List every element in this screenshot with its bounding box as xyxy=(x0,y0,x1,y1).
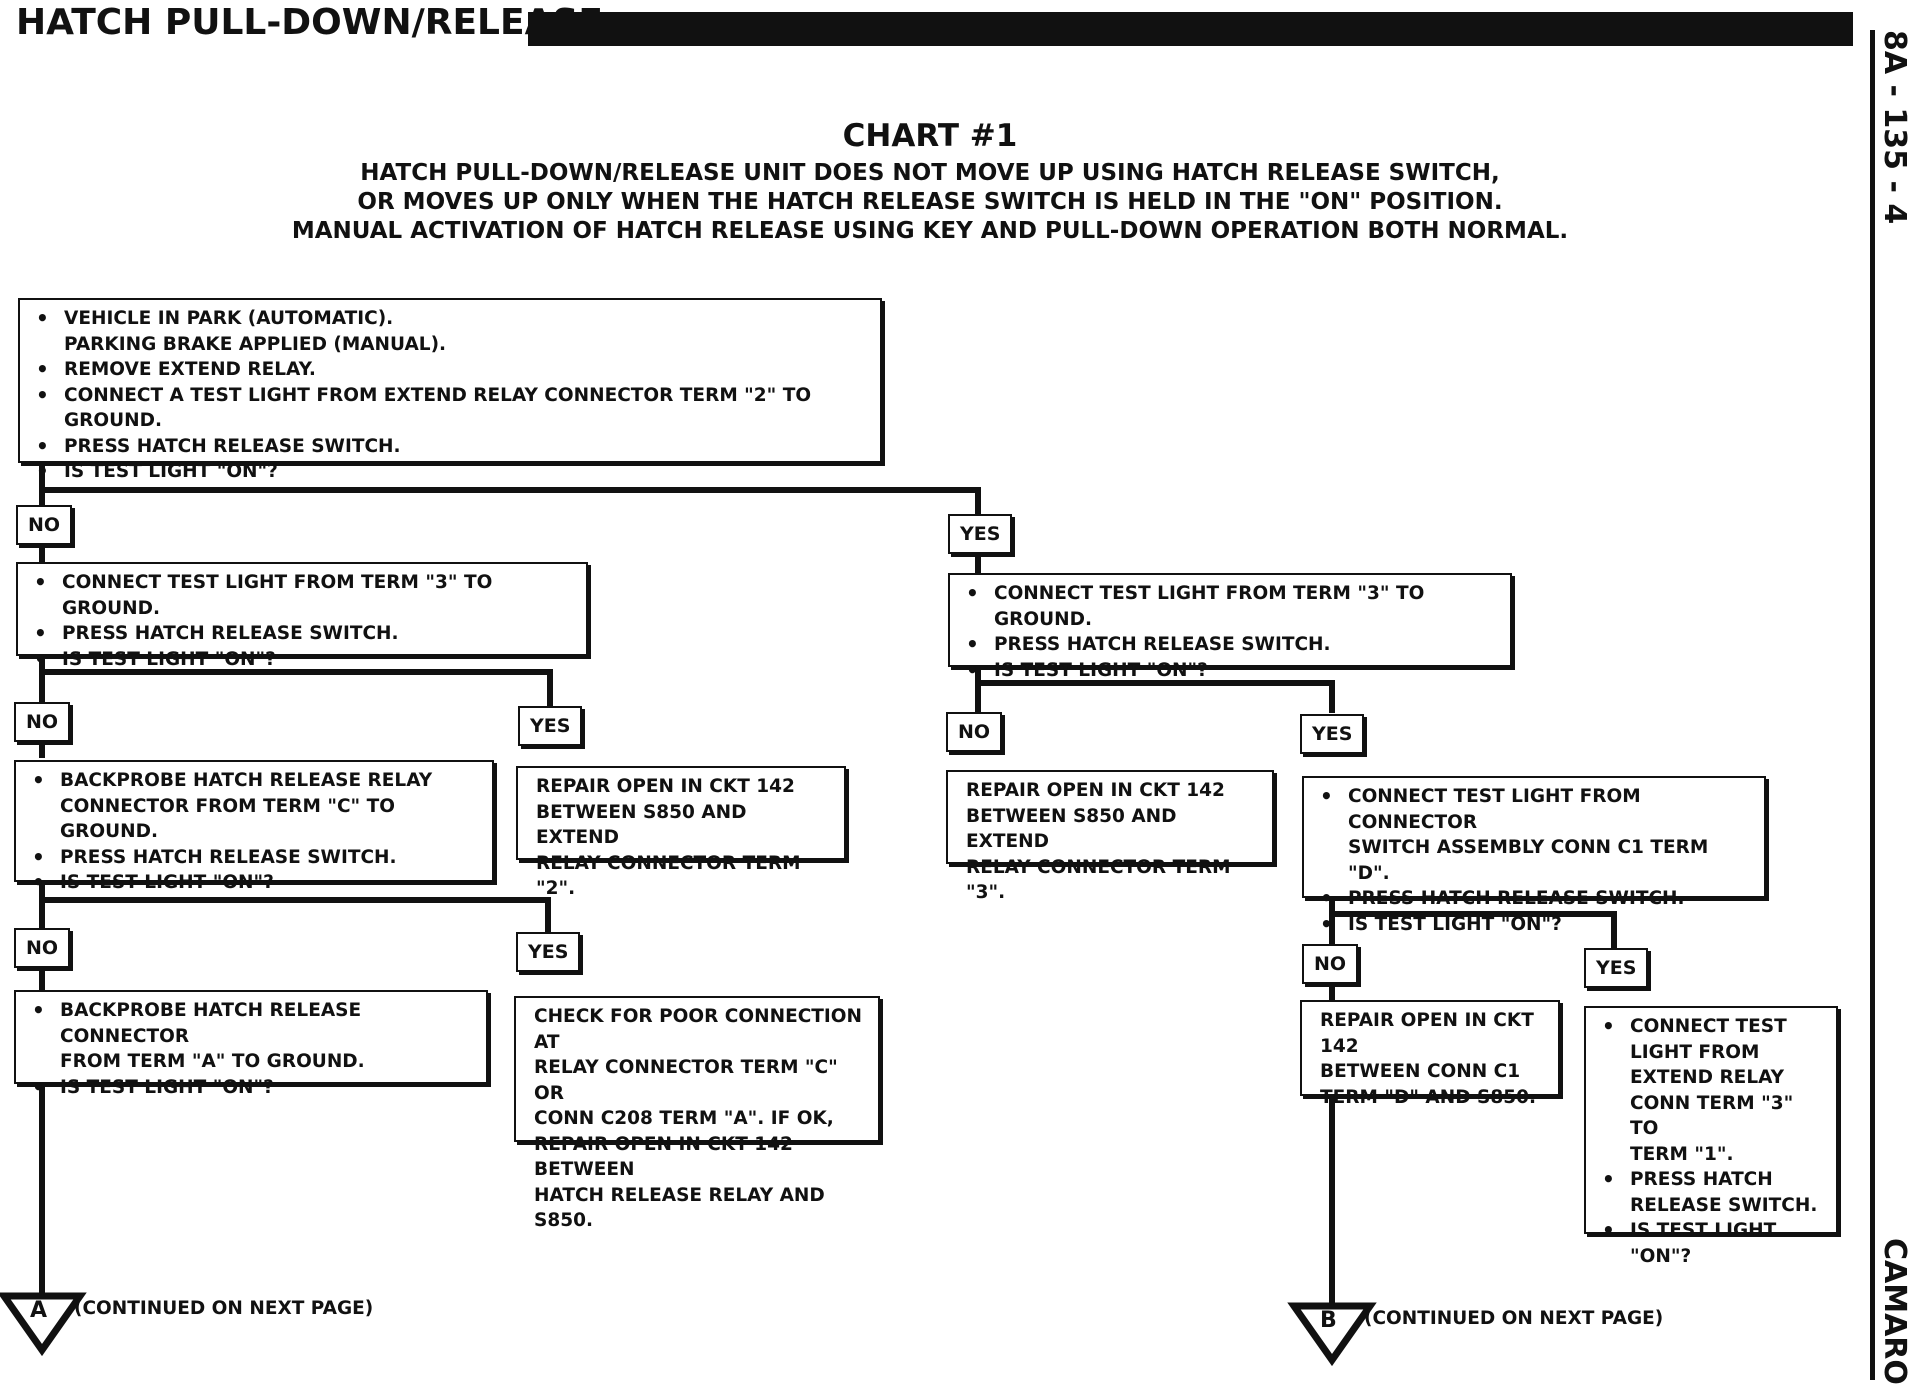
flow-step: PRESS HATCH xyxy=(1596,1167,1826,1193)
section-title: HATCH PULL-DOWN/RELEASE xyxy=(16,2,603,43)
flow-step: PRESS HATCH RELEASE SWITCH. xyxy=(1314,886,1754,912)
flow-step: IS TEST LIGHT "ON"? xyxy=(30,459,870,485)
flow-step: RELAY CONNECTOR TERM "C" OR xyxy=(534,1057,838,1104)
flow-step: CONNECT TEST LIGHT FROM TERM "3" TO GROU… xyxy=(960,581,1500,632)
flow-step: SWITCH ASSEMBLY CONN C1 TERM "D". xyxy=(1348,837,1709,884)
no-label: NO xyxy=(14,928,71,968)
side-rule xyxy=(1870,30,1875,1380)
flow-step: RELAY CONNECTOR TERM "3". xyxy=(966,856,1231,904)
flow-step: EXTEND RELAY xyxy=(1630,1067,1785,1088)
flow-step: IS TEST LIGHT "ON"? xyxy=(28,647,576,673)
flow-step: FROM TERM "A" TO GROUND. xyxy=(60,1051,365,1072)
flow-step: RELAY CONNECTOR TERM "2". xyxy=(536,852,801,900)
chart-title: CHART #1 xyxy=(842,118,1018,154)
flow-box-yes5: CONNECT TEST LIGHT FROM EXTEND RELAY CON… xyxy=(1584,1006,1838,1267)
branch-line xyxy=(42,669,553,706)
connector-triangle-a xyxy=(0,1292,87,1357)
continued-note-a: (CONTINUED ON NEXT PAGE) xyxy=(74,1298,374,1319)
flow-step: REPAIR OPEN IN CKT 142 xyxy=(1320,1010,1534,1057)
flow-box-no2: BACKPROBE HATCH RELEASE RELAY CONNECTOR … xyxy=(14,760,494,895)
flow-step: BETWEEN CONN C1 xyxy=(1320,1061,1521,1082)
flow-step: PRESS HATCH RELEASE SWITCH. xyxy=(960,632,1500,658)
flow-step: REPAIR OPEN IN CKT 142 xyxy=(966,780,1225,801)
flow-step: IS TEST LIGHT "ON"? xyxy=(26,870,482,896)
flow-step: PRESS HATCH RELEASE SWITCH. xyxy=(28,621,576,647)
flow-step: CONNECTOR FROM TERM "C" TO GROUND. xyxy=(60,795,395,843)
continued-note-b: (CONTINUED ON NEXT PAGE) xyxy=(1364,1308,1664,1329)
flow-box-start: VEHICLE IN PARK (AUTOMATIC). PARKING BRA… xyxy=(18,298,882,484)
no-label: NO xyxy=(16,505,73,545)
flow-step: CONN TERM "3" TO xyxy=(1630,1092,1794,1140)
flow-step: IS TEST LIGHT "ON"? xyxy=(960,658,1500,684)
header-rule xyxy=(528,12,1853,46)
flow-step: RELEASE SWITCH. xyxy=(1630,1194,1818,1216)
flow-step: TERM "1". xyxy=(1630,1143,1734,1165)
no-label: NO xyxy=(14,702,71,742)
flow-step: CONNECT TEST xyxy=(1596,1014,1826,1040)
connector-b-letter: B xyxy=(1320,1308,1337,1333)
chart-subtitle-line: OR MOVES UP ONLY WHEN THE HATCH RELEASE … xyxy=(357,189,1503,215)
flow-box-yes1: CONNECT TEST LIGHT FROM TERM "3" TO GROU… xyxy=(948,573,1512,683)
flow-box-yes4: CHECK FOR POOR CONNECTION AT RELAY CONNE… xyxy=(514,996,880,1231)
flow-step: CONNECT TEST LIGHT FROM TERM "3" TO GROU… xyxy=(28,570,576,621)
flow-step: BETWEEN S850 AND EXTEND xyxy=(966,805,1177,853)
flow-step: PARKING BRAKE APPLIED (MANUAL). xyxy=(64,333,447,355)
flow-box-yes3: CONNECT TEST LIGHT FROM CONNECTOR SWITCH… xyxy=(1302,776,1766,937)
flow-step: REPAIR OPEN IN CKT 142 BETWEEN xyxy=(534,1133,793,1181)
connector-triangle-b xyxy=(1287,1302,1377,1367)
chart-subtitle-line: HATCH PULL-DOWN/RELEASE UNIT DOES NOT MO… xyxy=(360,160,1500,186)
flow-step: IS TEST LIGHT "ON"? xyxy=(1596,1218,1826,1269)
chart-subtitle-line: MANUAL ACTIVATION OF HATCH RELEASE USING… xyxy=(291,218,1569,244)
flow-step: BETWEEN S850 AND EXTEND xyxy=(536,801,747,849)
flow-step: PRESS HATCH RELEASE SWITCH. xyxy=(30,434,870,460)
yes-label: YES xyxy=(518,706,583,746)
flow-box-yes2: REPAIR OPEN IN CKT 142 BETWEEN S850 AND … xyxy=(516,766,846,899)
yes-label: YES xyxy=(948,514,1013,554)
flow-step: CONN C208 TERM "A". IF OK, xyxy=(534,1108,834,1129)
flow-step: LIGHT FROM xyxy=(1630,1041,1760,1063)
flow-step: HATCH RELEASE RELAY AND S850. xyxy=(534,1184,825,1232)
connector-a-letter: A xyxy=(30,1298,48,1323)
flow-step: IS TEST LIGHT "ON"? xyxy=(1314,912,1754,938)
branch-line xyxy=(978,680,1335,713)
flow-step: TERM "D" AND S850. xyxy=(1320,1086,1536,1108)
yes-label: YES xyxy=(1300,714,1365,754)
flow-step: BACKPROBE HATCH RELEASE RELAY xyxy=(26,768,482,794)
flow-step: BACKPROBE HATCH RELEASE CONNECTOR xyxy=(26,998,476,1049)
flow-step: REMOVE EXTEND RELAY. xyxy=(30,357,870,383)
flow-step: IS TEST LIGHT "ON"? xyxy=(26,1075,476,1101)
no-label: NO xyxy=(1302,944,1359,984)
branch-line xyxy=(42,897,551,932)
flow-step: CHECK FOR POOR CONNECTION AT xyxy=(534,1006,862,1053)
flow-step: PRESS HATCH RELEASE SWITCH. xyxy=(26,845,482,871)
flow-step: REPAIR OPEN IN CKT 142 xyxy=(536,776,795,797)
yes-label: YES xyxy=(1584,948,1649,988)
yes-label: YES xyxy=(516,932,581,972)
flow-box-no5: REPAIR OPEN IN CKT 142 BETWEEN CONN C1 T… xyxy=(1300,1000,1560,1108)
flow-step: CONNECT TEST LIGHT FROM CONNECTOR xyxy=(1314,784,1754,835)
flow-step: CONNECT A TEST LIGHT FROM EXTEND RELAY C… xyxy=(30,383,870,434)
no-label: NO xyxy=(946,712,1003,752)
flow-box-no1: CONNECT TEST LIGHT FROM TERM "3" TO GROU… xyxy=(16,562,588,672)
flow-step: VEHICLE IN PARK (AUTOMATIC). xyxy=(30,306,870,332)
flow-box-no4: BACKPROBE HATCH RELEASE CONNECTOR FROM T… xyxy=(14,990,488,1100)
flow-box-no3: REPAIR OPEN IN CKT 142 BETWEEN S850 AND … xyxy=(946,770,1274,903)
